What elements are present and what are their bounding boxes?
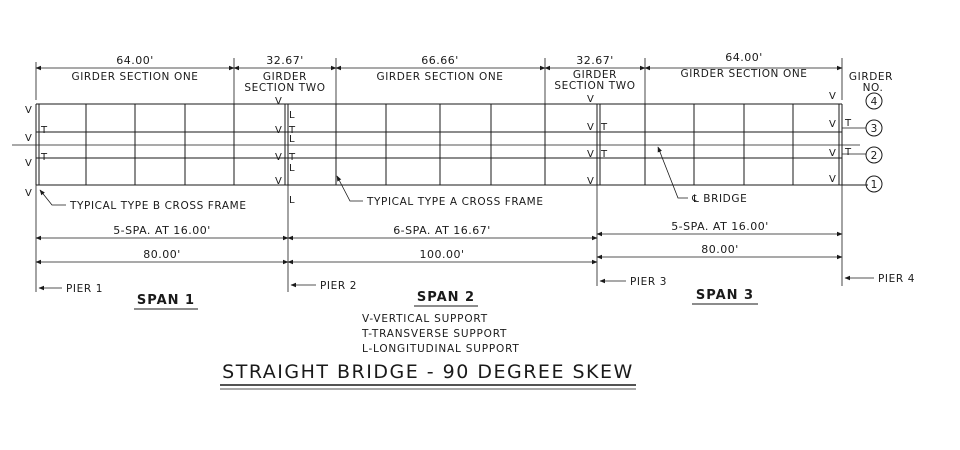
span-3-length: 80.00' xyxy=(701,243,739,256)
span-1-spacing: 5-SPA. AT 16.00' xyxy=(113,224,211,237)
pier-4-label: PIER 4 xyxy=(878,273,915,285)
support-t: T xyxy=(40,125,48,136)
support-t: T xyxy=(288,125,296,136)
framing-plan xyxy=(12,103,868,186)
legend-vertical-support: V-VERTICAL SUPPORT xyxy=(362,313,488,325)
section-labels: 64.00' GIRDER SECTION ONE 32.67' GIRDER … xyxy=(71,51,893,94)
support-v: V xyxy=(275,125,282,136)
pier-3-label: PIER 3 xyxy=(630,276,667,288)
section-2-name-line2: SECTION TWO xyxy=(244,82,325,94)
callout-bridge-centerline: ℄ BRIDGE xyxy=(691,193,747,205)
span-2-length: 100.00' xyxy=(419,248,464,261)
girder-number-3: 3 xyxy=(871,123,878,135)
span-length-dimension-line: 80.00' 100.00' 80.00' xyxy=(35,243,843,265)
span-labels: SPAN 1 SPAN 2 SPAN 3 xyxy=(134,288,758,310)
support-t: T xyxy=(844,118,852,129)
support-t: T xyxy=(844,147,852,158)
girder-number-balloons: 4 3 2 1 xyxy=(842,92,883,193)
support-v: V xyxy=(275,152,282,163)
girder-number-1: 1 xyxy=(871,179,878,191)
support-t: T xyxy=(600,122,608,133)
support-v: V xyxy=(25,133,32,144)
support-marks: V V V V T T V V V V L L L L T T V V V V … xyxy=(25,91,852,206)
support-l: L xyxy=(289,134,295,145)
span-1-length: 80.00' xyxy=(143,248,181,261)
support-t: T xyxy=(600,149,608,160)
support-l: L xyxy=(289,110,295,121)
section-2-length: 32.67' xyxy=(266,54,304,67)
legend-longitudinal-support: L-LONGITUDINAL SUPPORT xyxy=(362,343,520,355)
page-title: STRAIGHT BRIDGE - 90 DEGREE SKEW xyxy=(222,361,634,383)
girder-number-2: 2 xyxy=(871,150,878,162)
pier-1-label: PIER 1 xyxy=(66,283,103,295)
support-v: V xyxy=(829,148,836,159)
section-1-name: GIRDER SECTION ONE xyxy=(71,71,198,83)
section-3-length: 66.66' xyxy=(421,54,459,67)
support-t: T xyxy=(288,152,296,163)
support-l: L xyxy=(289,195,295,206)
support-v: V xyxy=(587,149,594,160)
spacing-dimension-line: 5-SPA. AT 16.00' 6-SPA. AT 16.67' 5-SPA.… xyxy=(35,220,843,241)
support-l: L xyxy=(289,163,295,174)
callout-type-a-cross-frame: TYPICAL TYPE A CROSS FRAME xyxy=(366,196,544,208)
section-2-name-line1: GIRDER xyxy=(263,71,307,83)
span-2-spacing: 6-SPA. AT 16.67' xyxy=(393,224,491,237)
section-dimension-line xyxy=(35,58,843,104)
support-v: V xyxy=(587,122,594,133)
support-legend: V-VERTICAL SUPPORT T-TRANSVERSE SUPPORT … xyxy=(361,313,520,355)
section-5-name: GIRDER SECTION ONE xyxy=(680,68,807,80)
support-v: V xyxy=(829,119,836,130)
legend-transverse-support: T-TRANSVERSE SUPPORT xyxy=(361,328,507,340)
section-5-length: 64.00' xyxy=(725,51,763,64)
pier-2-label: PIER 2 xyxy=(320,280,357,292)
support-v: V xyxy=(25,188,32,199)
section-4-name-line1: GIRDER xyxy=(573,69,617,81)
support-v: V xyxy=(25,158,32,169)
support-v: V xyxy=(25,105,32,116)
girder-number-4: 4 xyxy=(871,96,878,108)
support-v: V xyxy=(275,176,282,187)
span-1-label: SPAN 1 xyxy=(137,293,195,308)
callout-type-b-cross-frame: TYPICAL TYPE B CROSS FRAME xyxy=(69,200,247,212)
callouts: TYPICAL TYPE B CROSS FRAME TYPICAL TYPE … xyxy=(39,146,747,212)
drawing-title: STRAIGHT BRIDGE - 90 DEGREE SKEW xyxy=(220,361,636,390)
support-v: V xyxy=(275,96,282,107)
support-v: V xyxy=(587,176,594,187)
section-4-name-line2: SECTION TWO xyxy=(554,80,635,92)
span-2-label: SPAN 2 xyxy=(417,290,475,305)
section-1-length: 64.00' xyxy=(116,54,154,67)
span-3-spacing: 5-SPA. AT 16.00' xyxy=(671,220,769,233)
span-3-label: SPAN 3 xyxy=(696,288,754,303)
girder-number-header-line2: NO. xyxy=(863,82,884,94)
support-v: V xyxy=(829,174,836,185)
pier-labels: PIER 1 PIER 2 PIER 3 PIER 4 xyxy=(38,273,915,295)
section-4-length: 32.67' xyxy=(576,54,614,67)
support-v: V xyxy=(829,91,836,102)
support-t: T xyxy=(40,152,48,163)
support-v: V xyxy=(587,94,594,105)
section-3-name: GIRDER SECTION ONE xyxy=(376,71,503,83)
girder-number-header-line1: GIRDER xyxy=(849,71,893,83)
